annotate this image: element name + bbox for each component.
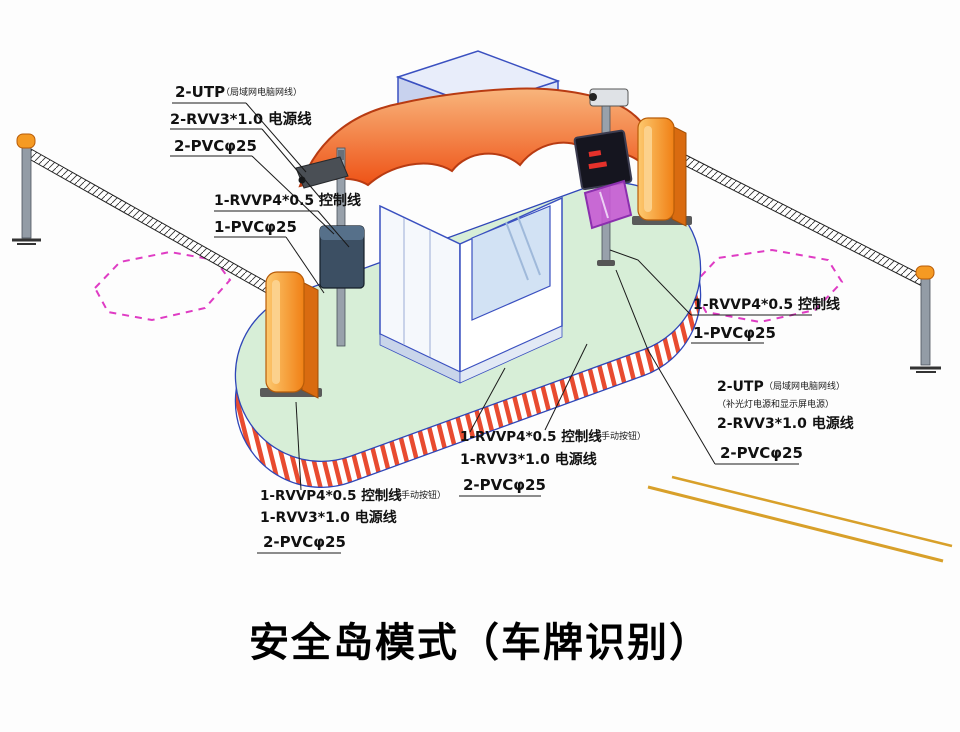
guard-booth <box>298 50 658 384</box>
cam-net-line2: 2-RVV3*1.0 电源线 <box>170 110 312 128</box>
booth-manual-line2: 1-RVV3*1.0 电源线 <box>460 451 597 468</box>
lane-marking-lines <box>647 475 953 563</box>
label-left-barrier: 1-RVVP4*0.5 控制线 1-PVCφ25 <box>214 192 361 236</box>
diagram-title: 安全岛模式（车牌识别） <box>249 620 711 666</box>
booth-window <box>471 205 551 321</box>
left-barrier-arm <box>12 133 273 297</box>
left-manual-line3: 2-PVCφ25 <box>263 533 346 551</box>
booth-manual-line1-note: （手动按钮） <box>592 430 646 442</box>
camera-pole <box>295 147 365 347</box>
right-barrier-line1: 1-RVVP4*0.5 控制线 <box>693 296 840 313</box>
label-booth-manual: 1-RVVP4*0.5 控制线 （手动按钮） 1-RVV3*1.0 电源线 2-… <box>460 428 646 494</box>
booth-manual-line1: 1-RVVP4*0.5 控制线 <box>460 428 602 445</box>
cam-net-line1-note: （局域网电脑网线） <box>221 86 302 98</box>
label-display-net: 2-UTP （局域网电脑网线） （补光灯电源和显示屏电源） 2-RVV3*1.0… <box>717 379 854 462</box>
booth-base-right <box>459 325 563 384</box>
display-net-line4: 2-PVCφ25 <box>720 444 803 462</box>
loop-detector-right <box>690 248 844 324</box>
display-net-line1-note: （局域网电脑网线） <box>764 380 845 392</box>
left-barrier-line2: 1-PVCφ25 <box>214 218 297 236</box>
label-left-manual: 1-RVVP4*0.5 控制线 （手动按钮） 1-RVV3*1.0 电源线 2-… <box>260 487 446 551</box>
booth-manual-line3: 2-PVCφ25 <box>463 476 546 494</box>
label-right-barrier: 1-RVVP4*0.5 控制线 1-PVCφ25 <box>693 296 840 342</box>
fill-light-panel <box>583 179 633 230</box>
right-support-pole <box>920 276 931 366</box>
right-barrier-machine <box>632 117 692 227</box>
display-net-line2-note: （补光灯电源和显示屏电源） <box>717 398 834 410</box>
left-support-pole <box>21 145 32 239</box>
display-net-line1: 2-UTP <box>717 379 764 395</box>
display-net-line3: 2-RVV3*1.0 电源线 <box>717 415 854 432</box>
display-pole <box>573 88 633 266</box>
cam-net-line3: 2-PVCφ25 <box>174 137 257 155</box>
left-manual-line1-note: （手动按钮） <box>392 489 446 501</box>
left-barrier-machine <box>260 271 322 399</box>
leader-lines <box>170 102 812 554</box>
loop-detector-left <box>93 250 232 322</box>
label-cam-net: 2-UTP （局域网电脑网线） 2-RVV3*1.0 电源线 2-PVCφ25 <box>170 83 312 155</box>
left-manual-line2: 1-RVV3*1.0 电源线 <box>260 509 397 526</box>
left-barrier-line1: 1-RVVP4*0.5 控制线 <box>214 192 361 209</box>
left-pole-cap <box>16 133 36 149</box>
cam-net-line1: 2-UTP <box>175 83 225 101</box>
right-pole-cap <box>915 265 935 280</box>
left-manual-line1: 1-RVVP4*0.5 控制线 <box>260 487 402 504</box>
right-barrier-line2: 1-PVCφ25 <box>693 324 776 342</box>
